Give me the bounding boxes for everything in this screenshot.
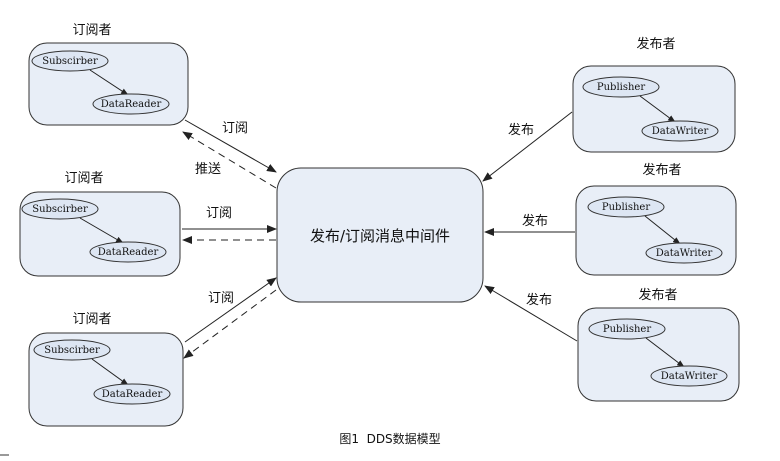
publisher-title: 发布者	[636, 36, 675, 52]
subscriber-entity-label: Subscirber	[32, 204, 88, 215]
datawriter-node	[641, 120, 719, 142]
subscriber-title: 订阅者	[72, 312, 111, 327]
datareader-node	[89, 241, 167, 263]
publish-edge-label: 发布	[508, 122, 534, 138]
datawriter-node	[650, 365, 728, 387]
datareader-node	[93, 383, 171, 405]
publish-edge-3	[484, 285, 578, 342]
publisher-group-2: 发布者 Publisher DataWriter	[575, 162, 737, 276]
subscribe-edge-3	[184, 277, 277, 343]
entity-to-reader-edge	[79, 217, 124, 244]
publisher-entity-node	[588, 318, 666, 340]
datawriter-label: DataWriter	[652, 126, 709, 137]
middleware-box	[276, 167, 484, 303]
figure-caption: 图1 DDS数据模型	[339, 431, 440, 446]
subscriber-entity-label: Subscirber	[44, 345, 100, 356]
entity-to-writer-edge	[639, 95, 676, 123]
push-edge-1	[182, 131, 277, 189]
datareader-node	[92, 93, 170, 115]
subscriber-title: 订阅者	[72, 23, 111, 38]
publisher-entity-label: Publisher	[603, 324, 651, 335]
publish-edge-1	[482, 111, 573, 182]
entity-to-reader-edge	[91, 358, 129, 386]
publisher-entity-node	[587, 196, 665, 218]
publisher-group-3: 发布者 Publisher DataWriter	[577, 287, 740, 402]
entity-to-reader-edge	[89, 69, 129, 96]
subscriber-group-3: 订阅者 Subscirber DataReader	[28, 312, 184, 427]
entity-to-writer-edge	[644, 215, 681, 245]
subscriber-group-2: 订阅者 Subscirber DataReader	[19, 171, 181, 277]
subscriber-entity-node	[33, 339, 111, 361]
publisher-title: 发布者	[638, 287, 677, 303]
subscriber-entity-node	[31, 50, 109, 72]
datawriter-node	[645, 242, 723, 264]
subscribe-edge-1	[184, 119, 277, 173]
datawriter-label: DataWriter	[661, 371, 718, 382]
datareader-label: DataReader	[102, 389, 163, 400]
push-edge-label: 推送	[195, 162, 221, 177]
subscribe-edge-label: 订阅	[206, 206, 232, 221]
middleware-label: 发布/订阅消息中间件	[310, 227, 450, 245]
publisher-entity-label: Publisher	[597, 82, 645, 93]
publisher-group-1: 发布者 Publisher DataWriter	[572, 36, 736, 153]
publish-edge-label: 发布	[522, 213, 548, 229]
subscriber-entity-node	[21, 198, 99, 220]
publish-edge-label: 发布	[526, 292, 552, 308]
datawriter-label: DataWriter	[656, 248, 713, 259]
subscriber-title: 订阅者	[64, 171, 103, 186]
entity-to-writer-edge	[645, 337, 685, 368]
subscriber-entity-label: Subscirber	[42, 56, 98, 67]
datareader-label: DataReader	[101, 99, 162, 110]
publisher-title: 发布者	[642, 162, 681, 178]
subscribe-edge-label: 订阅	[208, 291, 234, 306]
datareader-label: DataReader	[98, 247, 159, 258]
subscriber-group-1: 订阅者 Subscirber DataReader	[28, 23, 189, 126]
subscribe-edge-label: 订阅	[222, 121, 248, 136]
publisher-entity-label: Publisher	[602, 202, 650, 213]
publisher-entity-node	[582, 76, 660, 98]
